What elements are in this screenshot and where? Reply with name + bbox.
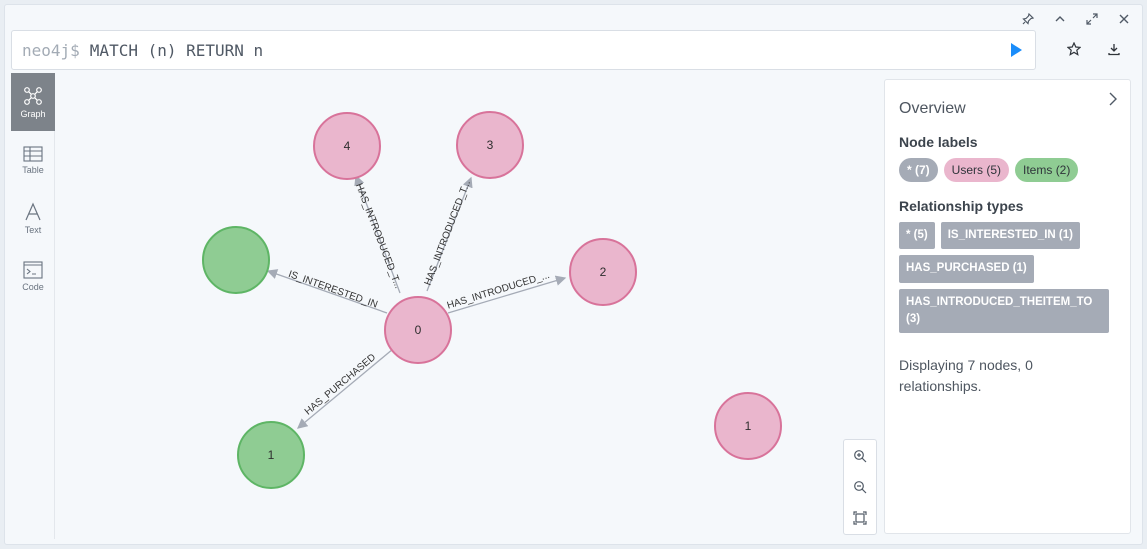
download-icon xyxy=(1108,44,1120,56)
zoom-in-icon xyxy=(854,449,867,463)
graph-node[interactable]: 4 xyxy=(313,112,381,180)
fit-icon xyxy=(853,511,867,525)
pin-icon[interactable] xyxy=(1016,10,1040,28)
graph-canvas[interactable]: HAS_INTRODUCED_T... HAS_INTRODUCED_T... … xyxy=(55,73,883,544)
fit-button[interactable] xyxy=(851,509,869,527)
node-caption: 4 xyxy=(344,139,351,153)
rel-type-chip-has-purchased[interactable]: HAS_PURCHASED (1) xyxy=(899,255,1034,283)
rel-label: IS_INTERESTED_IN xyxy=(287,269,379,311)
node-labels-heading: Node labels xyxy=(899,134,978,150)
table-icon xyxy=(23,145,43,162)
collapse-panel-button[interactable] xyxy=(1108,92,1118,111)
tab-label: Text xyxy=(24,224,42,235)
zoom-out-button[interactable] xyxy=(851,478,869,496)
graph-node[interactable]: 2 xyxy=(569,238,637,306)
editor-actions xyxy=(1065,40,1123,58)
query-editor[interactable]: neo4j$ MATCH (n) RETURN n xyxy=(11,30,1036,70)
collapse-up-icon[interactable] xyxy=(1048,10,1072,28)
graph-node[interactable]: 0 xyxy=(384,296,452,364)
node-caption: 2 xyxy=(600,265,607,279)
tab-table[interactable]: Table xyxy=(11,131,55,189)
rel-label: HAS_INTRODUCED_... xyxy=(446,270,551,312)
tab-label: Table xyxy=(22,164,44,175)
node-caption: 1 xyxy=(268,448,275,462)
rel-type-chip-has-introduced[interactable]: HAS_INTRODUCED_THEITEM_TO (3) xyxy=(899,288,1109,333)
graph-node[interactable]: 1 xyxy=(714,392,782,460)
tab-label: Code xyxy=(22,281,44,292)
rel-label: HAS_INTRODUCED_T... xyxy=(353,182,403,290)
tab-label: Graph xyxy=(20,108,46,119)
tab-graph[interactable]: Graph xyxy=(11,73,55,131)
graph-node[interactable] xyxy=(202,226,270,294)
zoom-in-button[interactable] xyxy=(851,447,869,465)
node-caption: 1 xyxy=(745,419,752,433)
text-icon xyxy=(25,202,41,220)
result-frame: neo4j$ MATCH (n) RETURN n Graph xyxy=(4,4,1143,545)
node-label-chip-items[interactable]: Items (2) xyxy=(1015,158,1079,182)
run-button[interactable] xyxy=(1009,42,1025,60)
rel-label: HAS_INTRODUCED_T... xyxy=(423,179,473,287)
rel-has-introduced-2[interactable] xyxy=(447,275,567,314)
query-text[interactable]: MATCH (n) RETURN n xyxy=(89,40,264,60)
relationship-types-list: * (5) IS_INTERESTED_IN (1) HAS_PURCHASED… xyxy=(899,222,1116,333)
play-icon xyxy=(1011,43,1022,57)
star-icon xyxy=(1067,42,1081,56)
display-summary: Displaying 7 nodes, 0 relationships. xyxy=(899,357,1033,394)
relationship-types-heading: Relationship types xyxy=(899,198,1024,214)
rel-type-chip-all[interactable]: * (5) xyxy=(899,222,935,250)
node-label-chip-users[interactable]: Users (5) xyxy=(943,158,1010,182)
panel-title: Overview xyxy=(899,100,966,117)
rel-type-chip-is-interested-in[interactable]: IS_INTERESTED_IN (1) xyxy=(940,222,1080,250)
rel-has-purchased[interactable] xyxy=(297,348,394,429)
zoom-controls xyxy=(843,439,877,535)
favorite-button[interactable] xyxy=(1065,40,1083,58)
chevron-right-icon xyxy=(1109,92,1117,106)
node-caption: 3 xyxy=(487,138,494,152)
node-labels-list: * (7) Users (5) Items (2) xyxy=(899,158,1116,182)
download-button[interactable] xyxy=(1105,40,1123,58)
graph-node[interactable]: 3 xyxy=(456,111,524,179)
node-label-chip-all[interactable]: * (7) xyxy=(899,158,938,182)
node-caption: 0 xyxy=(415,323,422,337)
code-icon xyxy=(23,260,43,279)
expand-icon[interactable] xyxy=(1080,10,1104,28)
tab-text[interactable]: Text xyxy=(11,189,55,247)
editor-prompt: neo4j$ xyxy=(22,40,80,60)
window-controls xyxy=(1016,10,1136,28)
rel-is-interested-in[interactable] xyxy=(266,269,388,314)
rel-label: HAS_PURCHASED xyxy=(303,352,378,418)
graph-node[interactable]: 1 xyxy=(237,421,305,489)
graph-icon xyxy=(24,86,42,105)
overview-panel: Overview Node labels * (7) Users (5) Ite… xyxy=(884,79,1131,534)
tab-code[interactable]: Code xyxy=(11,247,55,305)
zoom-out-icon xyxy=(854,481,867,494)
rel-has-introduced-4[interactable] xyxy=(354,174,401,294)
rel-has-introduced-3[interactable] xyxy=(426,176,473,292)
view-sidebar: Graph Table Text Code xyxy=(11,73,55,539)
close-icon[interactable] xyxy=(1112,10,1136,28)
